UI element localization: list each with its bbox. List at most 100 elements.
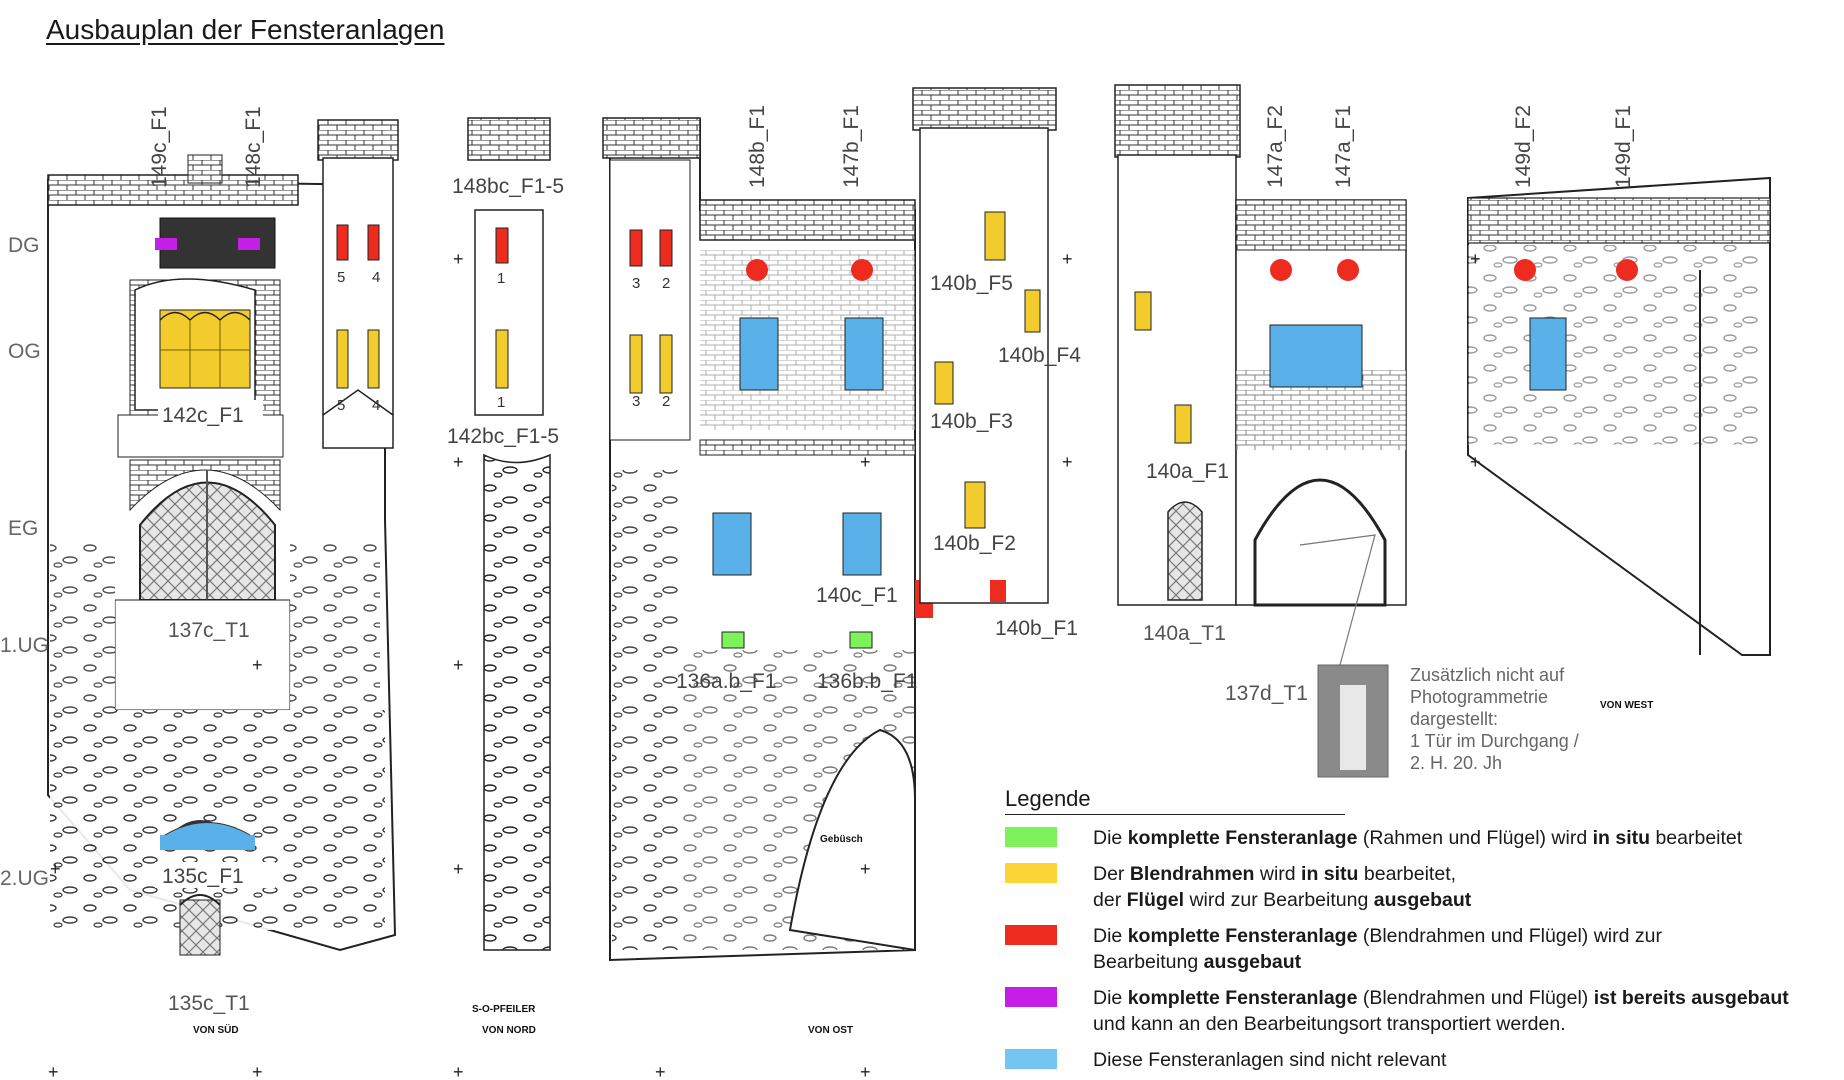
caption-von-nord: VON NORD xyxy=(482,1025,536,1036)
window-149d-f1 xyxy=(1616,259,1638,281)
legend-item: Die komplette Fensteranlage (Blendrahmen… xyxy=(1005,923,1840,975)
window-tower-sued-5-og xyxy=(336,329,349,389)
label-140b-f1: 140b_F1 xyxy=(995,617,1078,640)
svg-text:+: + xyxy=(453,859,464,879)
label-148c-f1: 148c_F1 xyxy=(242,106,265,188)
window-136b-b-f1 xyxy=(849,631,873,649)
window-142bc-og xyxy=(495,329,509,389)
window-147a-f1 xyxy=(1337,259,1359,281)
survey-markers: +++ +++ +++ +++ +++ ++ xyxy=(48,249,1481,1080)
label-136b-b-f1: 136b.b_F1 xyxy=(817,670,917,693)
elevation-von-west xyxy=(1467,176,1771,656)
note-line: 1 Tür im Durchgang / xyxy=(1410,731,1579,751)
window-149c-f1 xyxy=(155,238,177,250)
tower-number: 5 xyxy=(337,397,345,414)
svg-text:+: + xyxy=(860,452,871,472)
legend-item: Die komplette Fensteranlage (Blendrahmen… xyxy=(1005,985,1840,1037)
legend-item: Diese Fensteranlagen sind nicht relevant xyxy=(1005,1047,1840,1073)
window-tower-sued-4-og xyxy=(367,329,380,389)
label-140b-f5: 140b_F5 xyxy=(930,272,1013,295)
label-136a-b-f1: 136a.b_F1 xyxy=(676,670,776,693)
svg-text:+: + xyxy=(50,859,61,879)
label-137d-t1: 137d_T1 xyxy=(1225,682,1308,705)
window-147b-f1 xyxy=(851,259,873,281)
window-148b-f1 xyxy=(746,259,768,281)
window-140b-f4 xyxy=(1024,289,1041,333)
level-og: OG xyxy=(8,340,41,363)
svg-text:+: + xyxy=(655,1062,666,1080)
window-135c-f1 xyxy=(160,835,255,850)
window-tower-sued-5-dg xyxy=(336,224,349,261)
legend-text: Die komplette Fensteranlage (Rahmen und … xyxy=(1093,827,1743,849)
label-137c-t1: 137c_T1 xyxy=(168,619,250,642)
window-149d-f2 xyxy=(1514,259,1536,281)
level-1ug: 1.UG xyxy=(0,634,49,657)
svg-text:+: + xyxy=(1470,249,1481,269)
caption-gebuesch: Gebüsch xyxy=(820,834,863,845)
legend-swatch xyxy=(1005,863,1057,883)
note-line: Zusätzlich nicht auf xyxy=(1410,665,1565,685)
note-line: Photogrammetrie xyxy=(1410,687,1548,707)
window-140a-f1 xyxy=(1174,404,1192,444)
svg-text:+: + xyxy=(48,1062,59,1080)
svg-text:+: + xyxy=(860,1062,871,1080)
svg-text:+: + xyxy=(453,452,464,472)
svg-text:+: + xyxy=(252,1062,263,1080)
caption-von-ost: VON OST xyxy=(808,1025,853,1036)
elevation-von-nord xyxy=(467,117,551,951)
window-tower-sued-4-dg xyxy=(367,224,380,261)
label-140a-f1: 140a_F1 xyxy=(1146,460,1229,483)
label-149d-f1: 149d_F1 xyxy=(1612,105,1635,188)
window-blue-ost-eg-1 xyxy=(712,512,752,576)
label-140b-f4: 140b_F4 xyxy=(998,344,1081,367)
legend-swatch xyxy=(1005,925,1057,945)
label-148b-f1: 148b_F1 xyxy=(746,105,769,188)
label-140b-f2: 140b_F2 xyxy=(933,532,1016,555)
label-148bc-f1-5: 148bc_F1-5 xyxy=(452,175,564,198)
svg-text:+: + xyxy=(453,1062,464,1080)
elevation-gateway xyxy=(1114,84,1407,778)
note-line: dargestellt: xyxy=(1410,709,1498,729)
caption-pfeiler: S-O-PFEILER xyxy=(472,1004,536,1015)
window-140c-f1 xyxy=(842,512,882,576)
legend-rows: Die komplette Fensteranlage (Rahmen und … xyxy=(1005,825,1840,1073)
window-140b-f3 xyxy=(934,361,954,405)
tower-140b xyxy=(912,87,1057,604)
tower-number: 2 xyxy=(662,393,670,410)
svg-text:+: + xyxy=(1062,452,1073,472)
label-142bc-f1-5: 142bc_F1-5 xyxy=(447,425,559,448)
legend-item: Der Blendrahmen wird in situ bearbeitet,… xyxy=(1005,861,1840,913)
legend-text: Die komplette Fensteranlage (Blendrahmen… xyxy=(1093,925,1662,973)
label-140a-t1: 140a_T1 xyxy=(1143,622,1226,645)
svg-text:+: + xyxy=(453,249,464,269)
window-140b-f2 xyxy=(964,481,986,529)
tower-number: 3 xyxy=(632,275,640,292)
label-142c-f1: 142c_F1 xyxy=(162,404,244,427)
svg-text:+: + xyxy=(252,655,263,675)
level-dg: DG xyxy=(8,234,40,257)
label-149d-f2: 149d_F2 xyxy=(1512,105,1535,188)
elevation-von-sued xyxy=(47,154,397,956)
tower-number: 5 xyxy=(337,269,345,286)
label-140b-f3: 140b_F3 xyxy=(930,410,1013,433)
window-148bc-dg xyxy=(495,227,509,264)
tower-number: 1 xyxy=(497,270,505,287)
label-140c-f1: 140c_F1 xyxy=(816,584,898,607)
window-tower-ost-2-dg xyxy=(659,229,673,267)
window-tower-ost-3-dg xyxy=(629,229,643,267)
window-blue-ost-og-1 xyxy=(739,317,779,391)
note-line: 2. H. 20. Jh xyxy=(1410,753,1502,773)
svg-text:+: + xyxy=(1062,249,1073,269)
caption-von-west: VON WEST xyxy=(1600,700,1653,711)
window-140b-f1 xyxy=(990,580,1006,602)
elevation-von-ost xyxy=(602,117,933,962)
window-blue-gateway xyxy=(1269,324,1363,388)
legend: Legende Die komplette Fensteranlage (Rah… xyxy=(1005,786,1840,1073)
window-blue-west xyxy=(1529,317,1567,391)
window-tower-ost-2-og xyxy=(659,334,673,394)
legend-swatch xyxy=(1005,987,1057,1007)
page-title: Ausbauplan der Fensteranlagen xyxy=(46,14,445,45)
window-blue-ost-og-2 xyxy=(844,317,884,391)
tower-number: 3 xyxy=(632,393,640,410)
